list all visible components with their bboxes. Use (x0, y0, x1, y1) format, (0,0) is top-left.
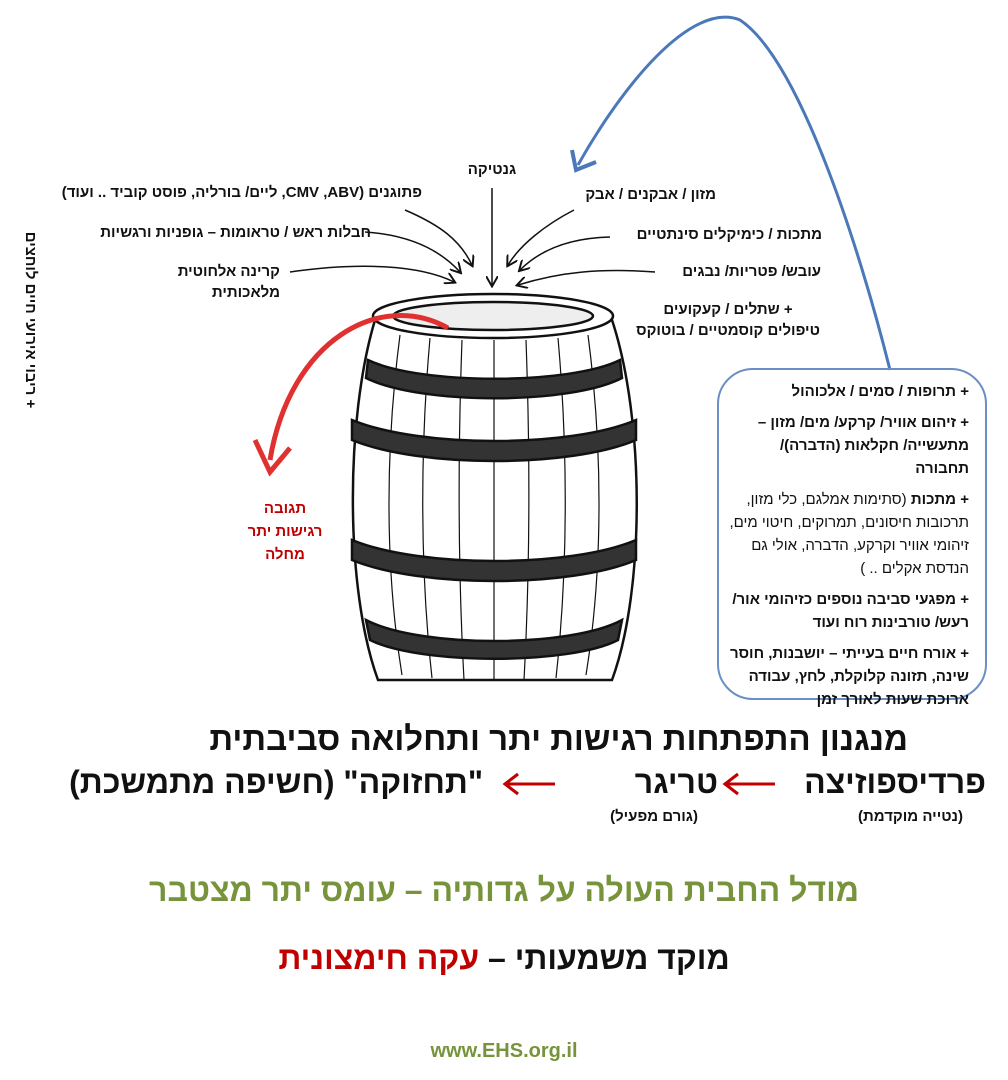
label-radiation: קרינה אלחוטית (177, 263, 280, 280)
label-head-trauma: חבלות ראש / טראומות – גופניות ורגשיות (100, 224, 371, 241)
reaction-line: מחלה (265, 546, 305, 563)
reaction-line: תגובה (263, 500, 307, 517)
label-mold: עובש/ פטריות/ נבגים (682, 263, 821, 280)
label-food-dust: מזון / אבקנים / אבק (585, 186, 716, 203)
box-item: + זיהום אוויר/ קרקע/ מים/ מזון – מתעשייה… (757, 414, 969, 477)
barrel-illustration (350, 292, 638, 682)
box-item-rest: (סתימות אמלגם, כלי מזון, תרכובות חיסונים… (729, 491, 969, 577)
flow-arrows (502, 772, 775, 796)
additional-factors-box: + תרופות / סמים / אלכוהול + זיהום אוויר/… (717, 368, 987, 708)
flow-step-predisposition: פרדיספוזיצה (804, 764, 986, 800)
label-pathogens: פתוגנים (CMV ,ABV, ליים/ בורליה, פוסט קו… (61, 184, 422, 201)
box-item-bold: + מתכות (910, 491, 969, 508)
label-cosmetic: טיפולים קוסמטיים / בוטוקס (636, 322, 820, 339)
focus-prefix: מוקד משמעותי – (479, 940, 730, 976)
box-item: + אורח חיים בעייתי – יושבנות, חוסר שינה,… (729, 645, 969, 708)
factor-arrows (289, 188, 656, 285)
box-item: + מתכות (סתימות אמלגם, כלי מזון, תרכובות… (729, 488, 969, 580)
label-implants: + שתלים / קעקועים (663, 301, 793, 318)
red-overflow-arrow (267, 313, 450, 461)
label-genetics: גנטיקה (467, 161, 517, 178)
model-title: מודל החבית העולה על גדותיה – עומס יתר מצ… (149, 872, 859, 908)
focus-line: מוקד משמעותי – עקה חימצונית (0, 940, 1008, 977)
flow-step-maintenance: "תחזוקה" (חשיפה מתמשכת) (69, 764, 483, 800)
blue-feedback-arrow (576, 15, 892, 371)
reaction-label: תגובה רגישות יתר מחלה (230, 497, 340, 566)
label-stress-events: + ריבוי אירועי חיים לוחצים (22, 231, 39, 409)
label-radiation-2: מלאכותית (211, 284, 280, 301)
flow-step-trigger: טריגר (634, 764, 718, 800)
focus-highlight: עקה חימצונית (278, 940, 480, 976)
box-item: + מפגעי סביבה נוספים כזיהומי אור/ רעש/ ט… (732, 591, 969, 631)
main-title: מנגנון התפתחות רגישות יתר ותחלואה סביבתי… (209, 720, 908, 757)
reaction-line: רגישות יתר (247, 523, 323, 540)
label-metals-chemicals: מתכות / כימיקלים סינתטיים (636, 226, 822, 243)
website-link[interactable]: www.EHS.org.il (430, 1040, 578, 1062)
flow-step2-sub: (גורם מפעיל) (610, 808, 698, 825)
flow-step1-sub: (נטייה מוקדמת) (858, 808, 963, 825)
box-item: + תרופות / סמים / אלכוהול (791, 383, 969, 400)
